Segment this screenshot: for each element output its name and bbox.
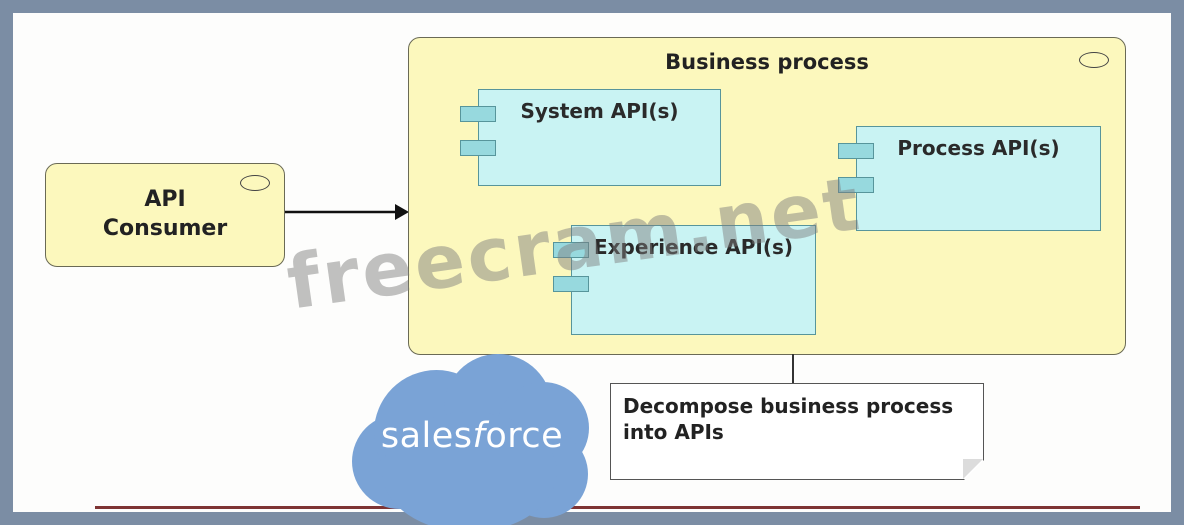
diagram-canvas: API Consumer Business process System API…: [13, 13, 1171, 525]
system-api-label: System API(s): [520, 99, 679, 123]
api-consumer-label: API Consumer: [102, 187, 228, 241]
experience-api-node: Experience API(s): [553, 225, 816, 335]
component-icon: [553, 276, 589, 292]
business-process-node: Business process System API(s) Process A…: [408, 37, 1126, 355]
annotation-note-text: Decompose business process into APIs: [623, 394, 954, 444]
wordmark-part: sales: [380, 416, 473, 456]
experience-api-label: Experience API(s): [593, 235, 794, 259]
process-api-label: Process API(s): [897, 136, 1060, 160]
wordmark-part: orce: [485, 416, 564, 456]
consumer-oval-icon: [240, 175, 270, 191]
business-process-oval-icon: [1079, 52, 1109, 68]
component-icon: [838, 177, 874, 193]
note-connector-line: [792, 354, 794, 384]
system-api-node: System API(s): [460, 89, 721, 186]
business-process-title: Business process: [665, 50, 869, 74]
component-icon: [553, 242, 589, 258]
note-folded-corner-icon: [963, 459, 983, 479]
component-icon: [460, 140, 496, 156]
component-icon: [460, 106, 496, 122]
wordmark-part: f: [472, 416, 486, 456]
annotation-note: Decompose business process into APIs: [610, 383, 984, 480]
salesforce-cloud-logo: salesforce: [352, 352, 592, 525]
consumer-to-business-arrow: [285, 204, 409, 220]
api-consumer-node: API Consumer: [45, 163, 285, 267]
cloud-shape: [382, 412, 557, 525]
salesforce-wordmark: salesforce: [352, 416, 592, 456]
process-api-node: Process API(s): [838, 126, 1101, 231]
bottom-accent-line: [95, 506, 1140, 509]
component-icon: [838, 143, 874, 159]
arrow-head-icon: [395, 204, 409, 220]
